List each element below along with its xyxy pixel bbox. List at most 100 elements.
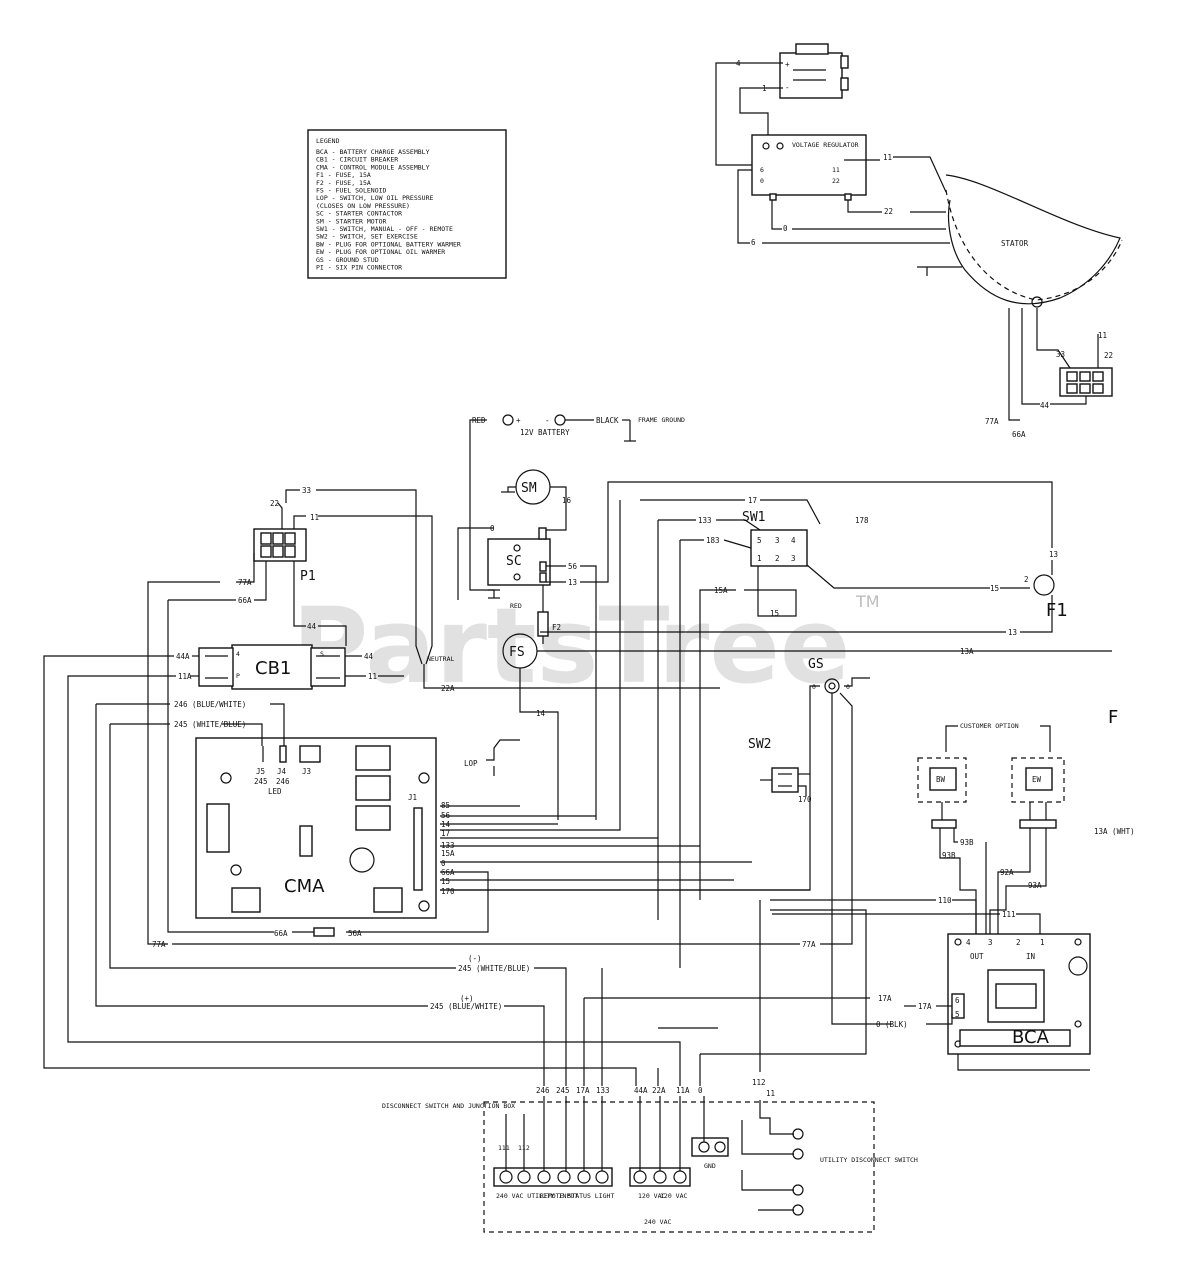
- cma-led: LED: [268, 787, 282, 796]
- resistor: [313, 927, 335, 937]
- wire-0-sc: 0: [490, 524, 495, 533]
- wire-93a: 93A: [1028, 881, 1042, 890]
- wire-183: 183: [706, 536, 720, 545]
- wire-77a-stator: 77A: [985, 417, 999, 426]
- term-112: 112: [518, 1144, 530, 1152]
- ground-stud-label: GS: [808, 657, 824, 672]
- wire-245-bw: 245 (BLUE/WHITE): [430, 1002, 502, 1011]
- svg-text:2: 2: [1016, 938, 1021, 947]
- svg-text:0: 0: [760, 177, 764, 185]
- wire-6: 6: [751, 238, 756, 247]
- svg-text:(-): (-): [468, 954, 482, 963]
- wire-14-fs: 14: [536, 709, 546, 718]
- svg-text:6: 6: [760, 166, 764, 174]
- starter-motor-label: SM: [521, 481, 537, 496]
- wire-1: 1: [762, 84, 767, 93]
- p1-label: P1: [300, 569, 316, 584]
- wire-77a-right: 77A: [802, 940, 816, 949]
- legend-line: FS - FUEL SOLENOID: [316, 187, 387, 195]
- wire-178: 178: [855, 516, 869, 525]
- wire-246-bw: 246 (BLUE/WHITE): [174, 700, 246, 709]
- j1-terminal-label: 15A: [441, 849, 455, 858]
- svg-text:(+): (+): [460, 994, 474, 1003]
- wire-22: 22: [884, 207, 893, 216]
- junction-terminal-label: 245: [556, 1086, 570, 1095]
- svg-text:3: 3: [791, 554, 796, 563]
- wire-93b-2: 93B: [960, 838, 974, 847]
- svg-text:RED: RED: [510, 602, 522, 610]
- legend-line: GS - GROUND STUD: [316, 256, 379, 264]
- junction-terminal-label: 11A: [676, 1086, 690, 1095]
- starter-contactor: SC: [487, 527, 551, 586]
- top-connector: + -: [779, 43, 849, 99]
- svg-text:P: P: [236, 672, 240, 680]
- svg-text:22: 22: [832, 177, 840, 185]
- j1-terminal-label: 15: [441, 877, 450, 886]
- wire-56a: 56A: [348, 929, 362, 938]
- battery-label: 12V BATTERY: [520, 428, 570, 437]
- svg-text:0: 0: [846, 683, 850, 691]
- vac-120-a: 120 VAC: [638, 1192, 665, 1200]
- wire-110: 110: [938, 896, 952, 905]
- term-111: 111: [498, 1144, 510, 1152]
- wire-17a: 17A: [878, 994, 892, 1003]
- wire-170: 170: [798, 795, 812, 804]
- wire-16: 16: [562, 496, 572, 505]
- customer-option-label: CUSTOMER OPTION: [960, 722, 1019, 730]
- voltage-regulator-label: VOLTAGE REGULATOR: [792, 141, 859, 149]
- utility-disconnect-contact-1: [792, 1128, 804, 1140]
- bw-label: BW: [936, 775, 946, 784]
- svg-text:2: 2: [1024, 575, 1029, 584]
- bca-label: BCA: [1012, 1027, 1050, 1048]
- svg-text:4: 4: [236, 650, 240, 658]
- switch-sw1: SW1 5 3 4 1 2 3: [742, 510, 808, 567]
- legend-line: BCA - BATTERY CHARGE ASSEMBLY: [316, 148, 430, 156]
- svg-text:2: 2: [775, 554, 780, 563]
- cma-246: 246: [276, 777, 290, 786]
- side-f-label: F: [1108, 707, 1118, 728]
- svg-text:11: 11: [832, 166, 840, 174]
- svg-text:S: S: [320, 650, 324, 658]
- wire-245-wb: 245 (WHITE/BLUE): [174, 720, 246, 729]
- svg-text:0: 0: [812, 683, 816, 691]
- wire-15-loop: 15: [770, 609, 779, 618]
- cma-245: 245: [254, 777, 268, 786]
- legend-title: LEGEND: [316, 137, 340, 145]
- wire-11-bottom: 11: [766, 1089, 775, 1098]
- wire-17a-bca: 17A: [918, 1002, 932, 1011]
- legend-line: F1 - FUSE, 15A: [316, 171, 371, 179]
- sw1-label: SW1: [742, 510, 765, 525]
- remote-status-label: REMOTE STATUS LIGHT: [540, 1192, 614, 1200]
- battery-charge-assembly: BCA 4 3 2 1 OUT IN 6 5: [947, 933, 1091, 1055]
- junction-terminal-label: 133: [596, 1086, 610, 1095]
- legend-line: SW1 - SWITCH, MANUAL - OFF - REMOTE: [316, 225, 453, 233]
- watermark-trademark: TM: [855, 592, 880, 611]
- wire-13a-top: 13A: [960, 647, 974, 656]
- cma-j4: J4: [277, 767, 287, 776]
- wire-77a-p1: 77A: [238, 578, 252, 587]
- legend-line: BW - PLUG FOR OPTIONAL BATTERY WARMER: [316, 240, 461, 248]
- svg-text:+: +: [785, 60, 790, 69]
- frame-ground: FRAME GROUND: [638, 416, 685, 424]
- svg-text:5: 5: [757, 536, 762, 545]
- fuel-solenoid-label: FS: [509, 645, 525, 660]
- junction-terminal-label: 22A: [652, 1086, 666, 1095]
- wire-93b: 93B: [942, 851, 956, 860]
- wire-22-stator: 22: [1104, 351, 1113, 360]
- legend-line: SC - STARTER CONTACTOR: [316, 210, 402, 218]
- legend-line: PI - SIX PIN CONNECTOR: [316, 264, 402, 272]
- wire-0: 0: [783, 224, 788, 233]
- cma-label: CMA: [284, 876, 325, 897]
- sw2-label: SW2: [748, 737, 771, 752]
- svg-text:1: 1: [1040, 938, 1045, 947]
- vac-120-b: 120 VAC: [660, 1192, 687, 1200]
- junction-box: [483, 1101, 875, 1233]
- battery-warmer-plug: [917, 757, 967, 803]
- stator-label: STATOR: [1001, 239, 1029, 248]
- legend-line: EW - PLUG FOR OPTIONAL OIL WARMER: [316, 248, 445, 256]
- wire-33-p1: 33: [302, 486, 311, 495]
- junction-terminal-label: 246: [536, 1086, 550, 1095]
